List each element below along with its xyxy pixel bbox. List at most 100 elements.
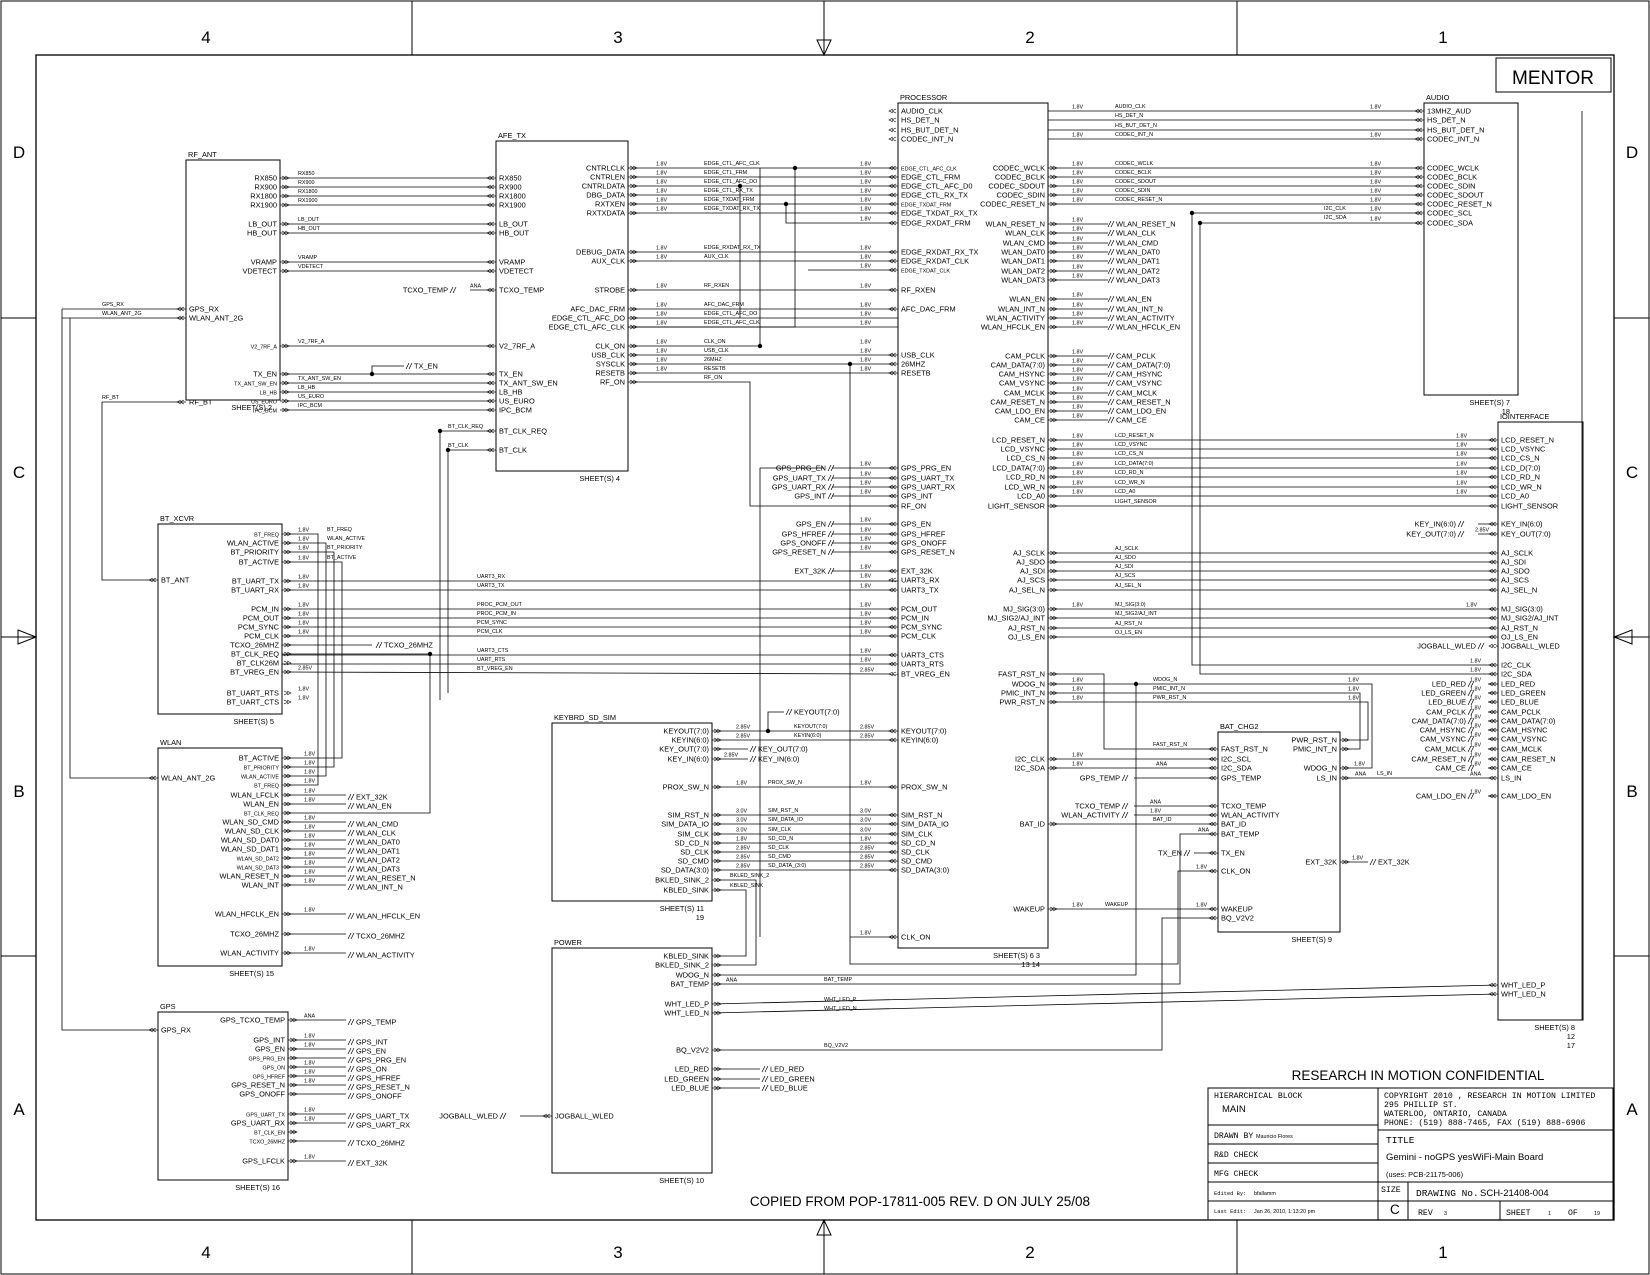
offpage-symbol: [347, 951, 355, 959]
net-label-rf-bt: RF_BT: [102, 395, 120, 401]
voltage-label: 1.8V: [1354, 762, 1365, 768]
offpage-led-green: LED_GREEN: [761, 1075, 815, 1084]
pin-port-mark: [148, 775, 157, 781]
net-label-sim-clk: SIM_CLK: [768, 827, 791, 833]
voltage-label: 1.8V: [1072, 237, 1083, 243]
voltage-label: 1.8V: [860, 340, 871, 346]
pin-port-mark: [888, 521, 897, 527]
pin-sd-clk: SD_CLK: [680, 848, 709, 857]
pin-hs-det-n: HS_DET_N: [901, 116, 940, 125]
offpage-wlan-int-n: WLAN_INT_N: [347, 883, 403, 892]
offpage-symbol: [347, 847, 355, 855]
pin-cam-mclk: CAM_MCLK: [1501, 745, 1542, 754]
pin-port-mark: [1208, 765, 1217, 771]
pin-cam-pclk: CAM_PCLK: [1501, 708, 1541, 717]
pin-tx-ant-sw-en: TX_ANT_SW_EN: [499, 379, 558, 388]
offpage-label: EXT_32K: [794, 567, 826, 576]
voltage-label: 1.8V: [1470, 753, 1481, 759]
pin-aj-rst-n: AJ_RST_N: [1501, 624, 1538, 633]
offpage-symbol: [1107, 295, 1115, 303]
pin-port-mark: [1049, 258, 1058, 264]
offpage-gps-reset-n: GPS_RESET_N: [772, 548, 835, 557]
offpage-label: GPS_EN: [796, 520, 826, 529]
pin-tcxo-26mhz: TCXO_26MHZ: [249, 1140, 285, 1146]
offpage-symbol: [1467, 745, 1475, 753]
voltage-label: 1.8V: [860, 207, 871, 213]
pin-port-mark: [1414, 117, 1423, 123]
pin-port-mark: [486, 380, 495, 386]
voltage-label: 1.8V: [298, 584, 309, 590]
voltage-label: 3.0V: [736, 828, 747, 834]
pin-port-mark: [888, 540, 897, 546]
pin-port-mark: [281, 259, 290, 265]
pin-port-mark: [1488, 559, 1497, 565]
wire: [1518, 111, 1583, 1021]
pin-port-mark: [1488, 727, 1497, 733]
voltage-label: 1.8V: [1370, 133, 1381, 139]
offpage-label: GPS_TEMP: [1080, 774, 1120, 783]
offpage-cam-data-7-0: CAM_DATA(7:0): [1107, 361, 1170, 370]
voltage-label: 1.8V: [298, 528, 309, 534]
pin-port-mark: [1049, 174, 1058, 180]
wire: [282, 561, 343, 759]
pin-rx900: RX900: [254, 183, 277, 192]
pin-port-mark: [888, 728, 897, 734]
pin-wlan-en: WLAN_EN: [243, 800, 279, 809]
pin-jogball-wled: JOGBALL_WLED: [555, 1112, 614, 1121]
pin-lb-out: LB_OUT: [499, 220, 528, 229]
pin-gps-tcxo-temp: GPS_TCXO_TEMP: [220, 1016, 285, 1025]
offpage-symbol: [1107, 305, 1115, 313]
pin-rf-on: RF_ON: [901, 502, 926, 511]
mentor-box: MENTOR: [1495, 57, 1612, 93]
pin-tcxo-26mhz: TCXO_26MHZ: [230, 641, 279, 650]
voltage-label: 1.8V: [1370, 105, 1381, 111]
offpage-label: CAM_DATA(7:0): [1116, 361, 1170, 370]
pin-port-mark: [1341, 859, 1350, 865]
block-sheet-ref: SHEET(S) 8: [1534, 1023, 1575, 1032]
net-label-lcd-data-7-0: LCD_DATA(7:0): [1115, 461, 1154, 467]
voltage-label: 3.0V: [736, 818, 747, 824]
voltage-label: 1.8V: [304, 843, 315, 849]
pin-hs-det-n: HS_DET_N: [1427, 116, 1466, 125]
voltage-label: 1.8V: [1456, 481, 1467, 487]
pin-us-euro: US_EURO: [499, 397, 535, 406]
pin-port-mark: [1208, 915, 1217, 921]
offpage-symbol: [347, 1112, 355, 1120]
offpage-symbol: [1107, 220, 1115, 228]
pin-pcm-sync: PCM_SYNC: [901, 623, 943, 632]
voltage-label: 1.8V: [1352, 856, 1363, 862]
net-label-wlan-active: WLAN_ACTIVE: [327, 536, 365, 542]
pin-lcd-rd-n: LCD_RD_N: [1006, 473, 1045, 482]
net-label-wlan-ant-2g: WLAN_ANT_2G: [102, 311, 142, 317]
voltage-label: 1.8V: [860, 481, 871, 487]
offpage-cam-ldo-en: CAM_LDO_EN: [1107, 407, 1166, 416]
pin-port-mark: [283, 931, 292, 937]
voltage-label: 1.8V: [860, 321, 871, 327]
pin-wlan-activity: WLAN_ACTIVITY: [220, 949, 279, 958]
wire: [1048, 673, 1218, 750]
zone-row-left-C: C: [13, 463, 25, 482]
net-label-codec-reset-n: CODEC_RESET_N: [1115, 197, 1162, 203]
pin-port-mark: [888, 671, 897, 677]
net-label-mj-sig2-aj-int: MJ_SIG2/AJ_INT: [1115, 611, 1158, 617]
pin-cam-mclk: CAM_MCLK: [1004, 389, 1045, 398]
wire: [1048, 701, 1369, 741]
pin-port-mark: [283, 801, 292, 807]
voltage-label: 1.8V: [860, 837, 871, 843]
pin-port-mark: [888, 531, 897, 537]
pin-port-mark: [888, 127, 897, 133]
pin-port-mark: [1049, 183, 1058, 189]
net-label-mj-sig-3-0: MJ_SIG(3:0): [1115, 602, 1146, 608]
voltage-label: 1.8V: [1072, 434, 1083, 440]
pin-port-mark: [289, 1120, 298, 1126]
voltage-label: 1.8V: [304, 1034, 315, 1040]
pin-tx-en: TX_EN: [1221, 849, 1245, 858]
pin-sim-clk: SIM_CLK: [901, 830, 933, 839]
net-label-pcm-clk: PCM_CLK: [477, 629, 503, 635]
pin-port-mark: [1488, 690, 1497, 696]
offpage-symbol: [827, 474, 835, 482]
pin-port-mark: [283, 549, 292, 555]
voltage-label: 1.8V: [1072, 452, 1083, 458]
pin-port-mark: [888, 258, 897, 264]
